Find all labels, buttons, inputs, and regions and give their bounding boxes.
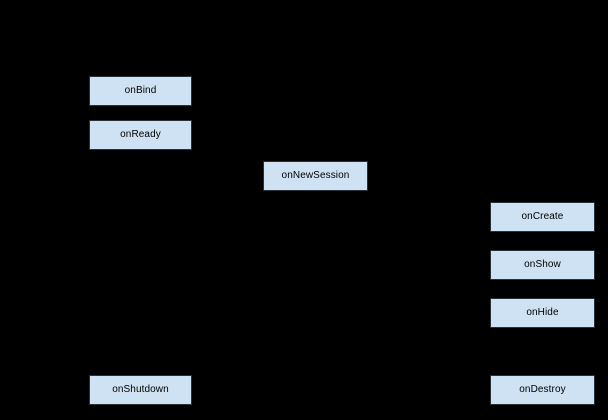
node-onhide-label: onHide — [526, 307, 559, 318]
node-onbind-label: onBind — [124, 85, 157, 96]
node-onnewsession: onNewSession — [263, 161, 368, 191]
node-oncreate: onCreate — [490, 202, 595, 232]
node-onshutdown: onShutdown — [89, 375, 192, 405]
node-ondestroy: onDestroy — [490, 375, 595, 405]
node-onshow-label: onShow — [524, 259, 561, 270]
node-onready-label: onReady — [120, 129, 161, 140]
node-onshow: onShow — [490, 250, 595, 280]
node-onbind: onBind — [89, 76, 192, 106]
node-onready: onReady — [89, 120, 192, 150]
node-ondestroy-label: onDestroy — [519, 384, 566, 395]
node-onshutdown-label: onShutdown — [112, 384, 169, 395]
node-onhide: onHide — [490, 298, 595, 328]
node-onnewsession-label: onNewSession — [281, 170, 350, 181]
node-oncreate-label: onCreate — [521, 211, 564, 222]
